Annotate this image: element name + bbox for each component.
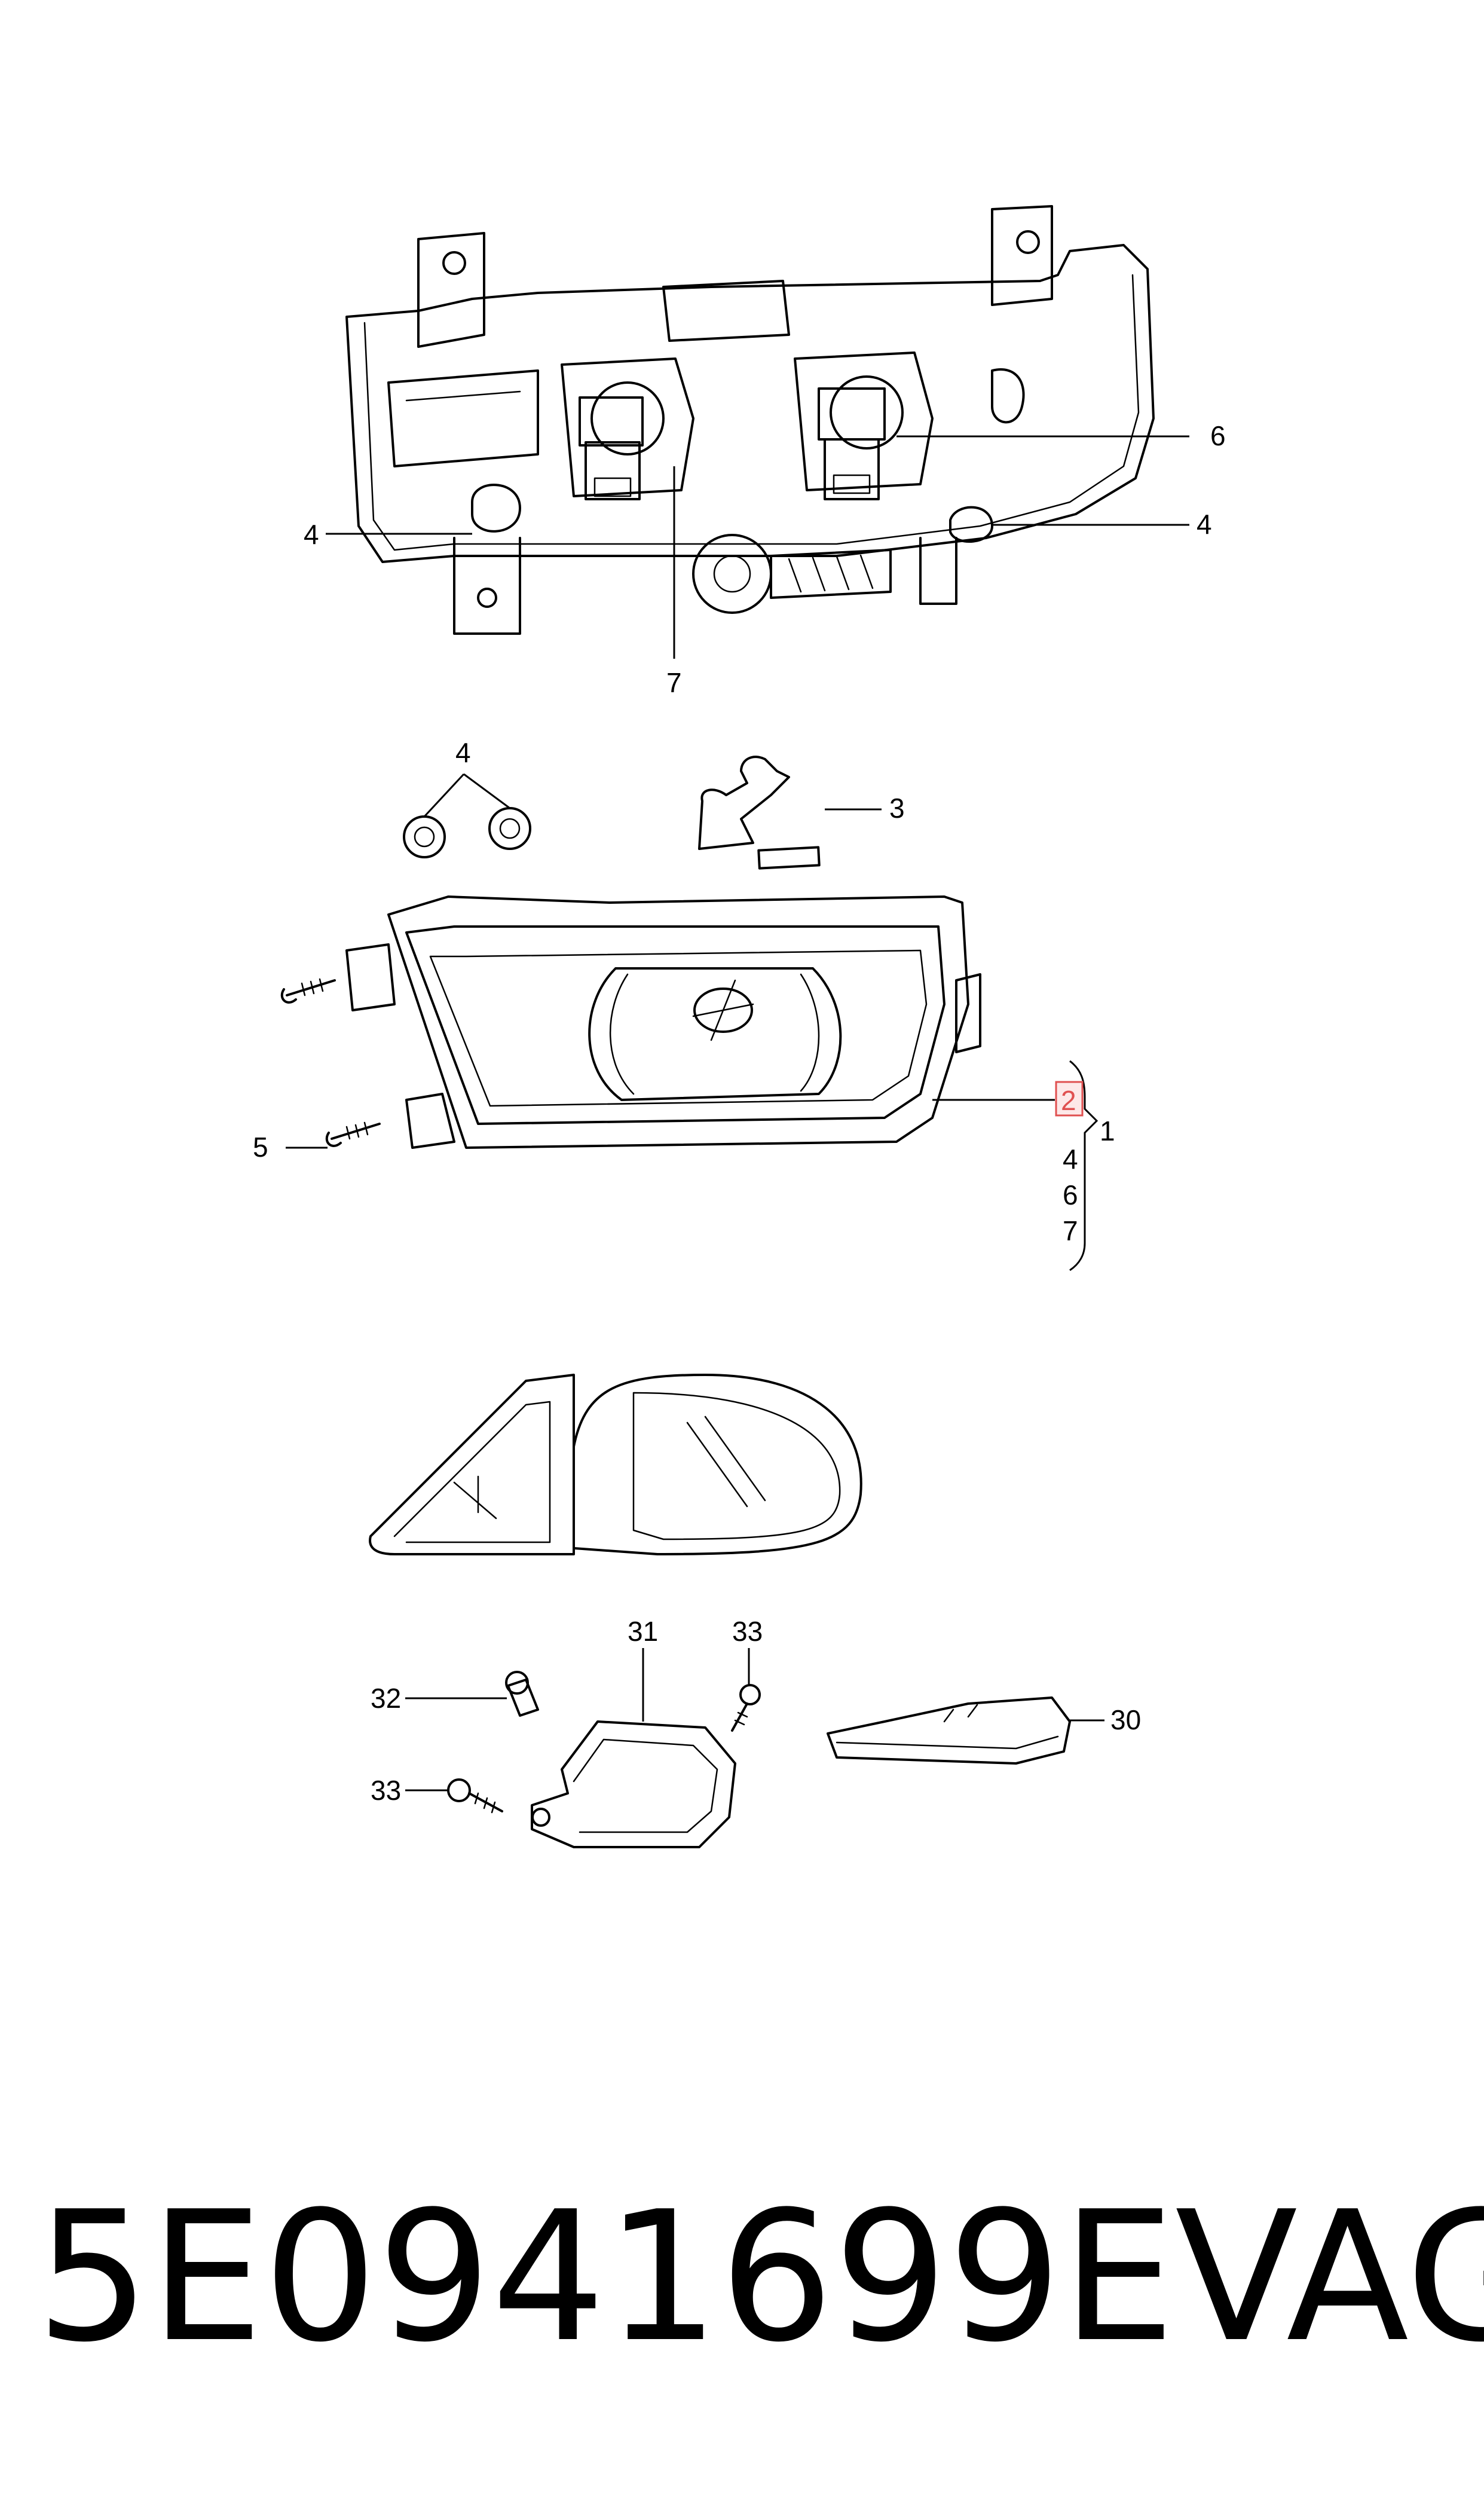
- callout-top-4-left: 4: [304, 519, 319, 550]
- callout-top-7: 7: [666, 667, 682, 698]
- callout-mirror-33-upper: 33: [732, 1616, 763, 1647]
- trim-strip-drawing: [827, 1696, 1071, 1765]
- fog-lamp-drawing: [280, 756, 981, 1149]
- callout-mirror-32: 32: [371, 1683, 401, 1714]
- callout-mirror-33-lower: 33: [371, 1775, 401, 1806]
- callout-top-6: 6: [1210, 420, 1226, 451]
- mirror-bracket-drawing: [531, 1720, 736, 1848]
- leader-lines: [286, 435, 1189, 1792]
- part-number-text: 5E0941699E: [36, 2173, 1176, 2382]
- callout-fog-6-sub: 6: [1063, 1179, 1078, 1210]
- callout-fog-5: 5: [253, 1132, 268, 1163]
- mirror-drawing: [369, 1374, 862, 1555]
- screw-33-upper-drawing: [731, 1684, 761, 1732]
- clip-32-drawing: [505, 1671, 539, 1717]
- callout-fog-4: 4: [455, 737, 471, 768]
- brand-text: VAG: [1175, 2173, 1484, 2382]
- callout-fog-7-sub: 7: [1063, 1215, 1078, 1246]
- callout-top-4-right: 4: [1197, 509, 1212, 540]
- screw-33-lower-drawing: [447, 1778, 503, 1814]
- callout-fog-3: 3: [889, 793, 905, 824]
- headlamp-rear-drawing: [345, 205, 1155, 635]
- callout-fog-4-sub: 4: [1063, 1144, 1078, 1175]
- callout-fog-1: 1: [1100, 1115, 1115, 1147]
- callout-labels: 6 4 4 7 4 3 5 2 1 4 6 7 31 33 32 33 30: [253, 420, 1226, 1806]
- footer-caption: 5E0941699E VAG: [36, 2164, 1484, 2391]
- highlight-box: [1055, 1081, 1084, 1117]
- callout-mirror-31: 31: [628, 1616, 658, 1647]
- callout-mirror-30: 30: [1110, 1704, 1141, 1735]
- callout-fog-2-highlighted: 2: [1061, 1085, 1076, 1116]
